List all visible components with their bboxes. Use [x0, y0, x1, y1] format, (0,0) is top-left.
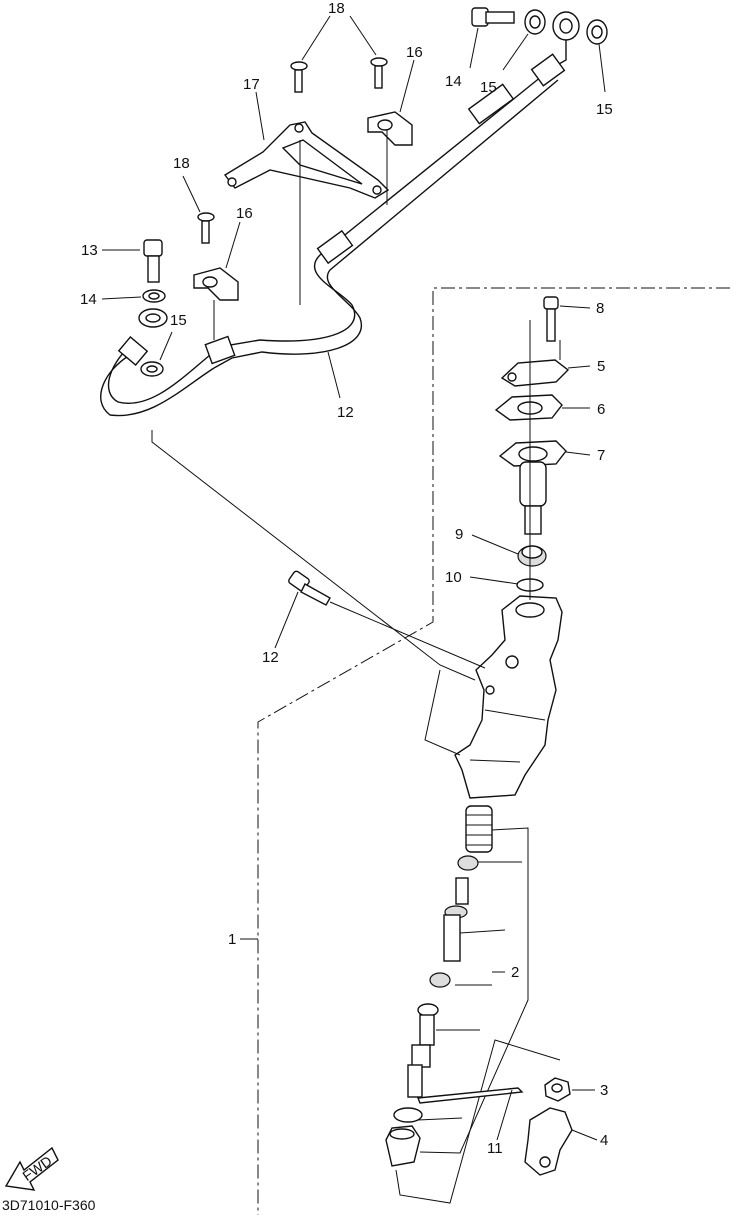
callout-16: 16: [236, 205, 253, 222]
callout-13: 12: [337, 404, 354, 421]
nut-3: [544, 1077, 571, 1102]
union-bolt-14-lower: [143, 239, 163, 283]
callout-1: 1: [228, 931, 236, 948]
callout-18: 18: [173, 155, 190, 172]
spring: [465, 805, 493, 853]
callout-12: 12: [262, 649, 279, 666]
callout-3: 3: [600, 1082, 608, 1099]
dust-boot: [385, 1125, 421, 1167]
banjo-fitting-lower: [138, 308, 168, 328]
callout-17: 17: [243, 76, 260, 93]
fwd-arrow-icon: FWD: [4, 1146, 59, 1191]
brake-hose-13: [100, 53, 566, 417]
push-rod: [407, 1003, 439, 1098]
diagram-code: 3D71010-F360: [2, 1197, 96, 1213]
bolt-18-left: [290, 61, 308, 93]
hose-upper-fitting: [551, 11, 580, 69]
bolt-18-lower: [197, 212, 215, 244]
clevis-4: [524, 1107, 573, 1176]
callout-2: 2: [511, 964, 519, 981]
callout-6: 6: [597, 401, 605, 418]
callout-10: 10: [445, 569, 462, 586]
callout-5: 5: [597, 358, 605, 375]
clamp-16-lower: [193, 267, 239, 301]
callout-9: 9: [455, 526, 463, 543]
bolt-12: [288, 570, 331, 606]
callout-4: 4: [600, 1132, 608, 1149]
circlip: [393, 1107, 423, 1123]
pin-11: [417, 1087, 524, 1104]
callout-14: 13: [81, 242, 98, 259]
callout-16: 16: [406, 44, 423, 61]
callout-15: 14: [80, 291, 97, 308]
master-cylinder-body: [454, 595, 563, 799]
callout-15: 15: [480, 79, 497, 96]
cup: [429, 972, 451, 988]
assembly-boundary: [257, 287, 730, 1215]
seal-9: [517, 545, 547, 567]
bolt-18-right: [370, 57, 388, 89]
spring-seat: [457, 855, 479, 871]
callout-15: 15: [596, 101, 613, 118]
callout-8: 8: [596, 300, 604, 317]
callout-18: 18: [328, 0, 345, 17]
callout-7: 7: [597, 447, 605, 464]
callout-15: 15: [170, 312, 187, 329]
callout-14: 14: [445, 73, 462, 90]
clamp-16-upper: [367, 111, 413, 146]
bolt-8: [543, 296, 559, 342]
reservoir-cap-5: [500, 359, 570, 387]
callout-11: 11: [487, 1140, 503, 1157]
bracket-17: [223, 121, 390, 199]
piston: [443, 877, 469, 962]
diaphragm-6: [494, 394, 563, 421]
diaphragm-7: [498, 440, 567, 535]
union-bolt-14-upper: [471, 7, 515, 27]
